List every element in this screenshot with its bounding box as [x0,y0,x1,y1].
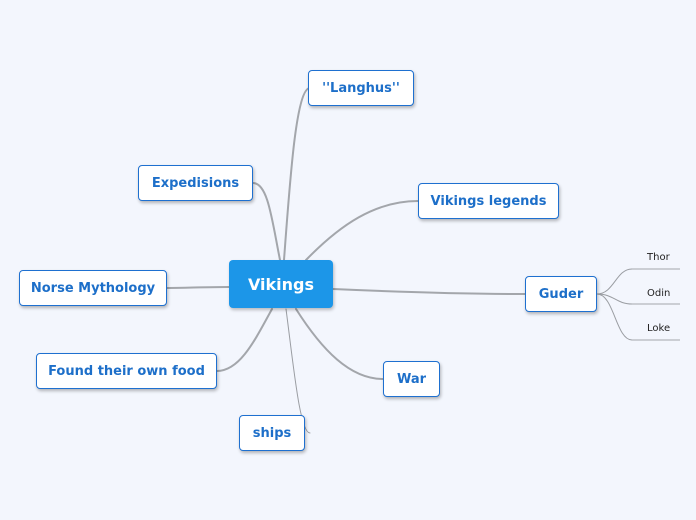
topic-label-vikings-legends: Vikings legends [430,193,547,209]
topic-label-expedisions: Expedisions [151,175,240,191]
connector-ships [285,308,311,434]
connector-guder [332,288,526,295]
connector-vikings-legends [305,200,419,261]
topic-node-expedisions[interactable]: Expedisions [138,165,253,201]
topic-node-guder[interactable]: Guder [525,276,597,312]
topic-node-norse-mythology[interactable]: Norse Mythology [19,270,167,306]
topic-label-langhus: ''Langhus'' [322,80,400,96]
topic-label-ships: ships [252,425,292,441]
root-node-vikings[interactable]: Vikings [229,260,333,308]
topic-label-norse-mythology: Norse Mythology [30,280,156,296]
connector-found-food [216,308,273,372]
connector-loke [596,293,633,341]
topic-label-guder: Guder [538,286,584,302]
topic-node-vikings-legends[interactable]: Vikings legends [418,183,559,219]
connector-expedisions [252,182,281,261]
topic-label-found-food: Found their own food [48,363,205,379]
connector-thor [596,268,633,295]
connector-langhus [283,87,311,261]
subtopic-thor[interactable]: Thor [647,252,670,263]
topic-node-ships[interactable]: ships [239,415,305,451]
topic-node-found-food[interactable]: Found their own food [36,353,217,389]
connector-war [295,308,384,380]
connector-odin [596,293,633,305]
subtopic-loke[interactable]: Loke [647,323,671,334]
topic-node-war[interactable]: War [383,361,440,397]
connector-norse-mythology [166,286,230,289]
subtopic-odin[interactable]: Odin [647,288,671,299]
root-node-label: Vikings [247,274,315,294]
topic-node-langhus[interactable]: ''Langhus'' [308,70,414,106]
topic-label-war: War [396,371,427,387]
